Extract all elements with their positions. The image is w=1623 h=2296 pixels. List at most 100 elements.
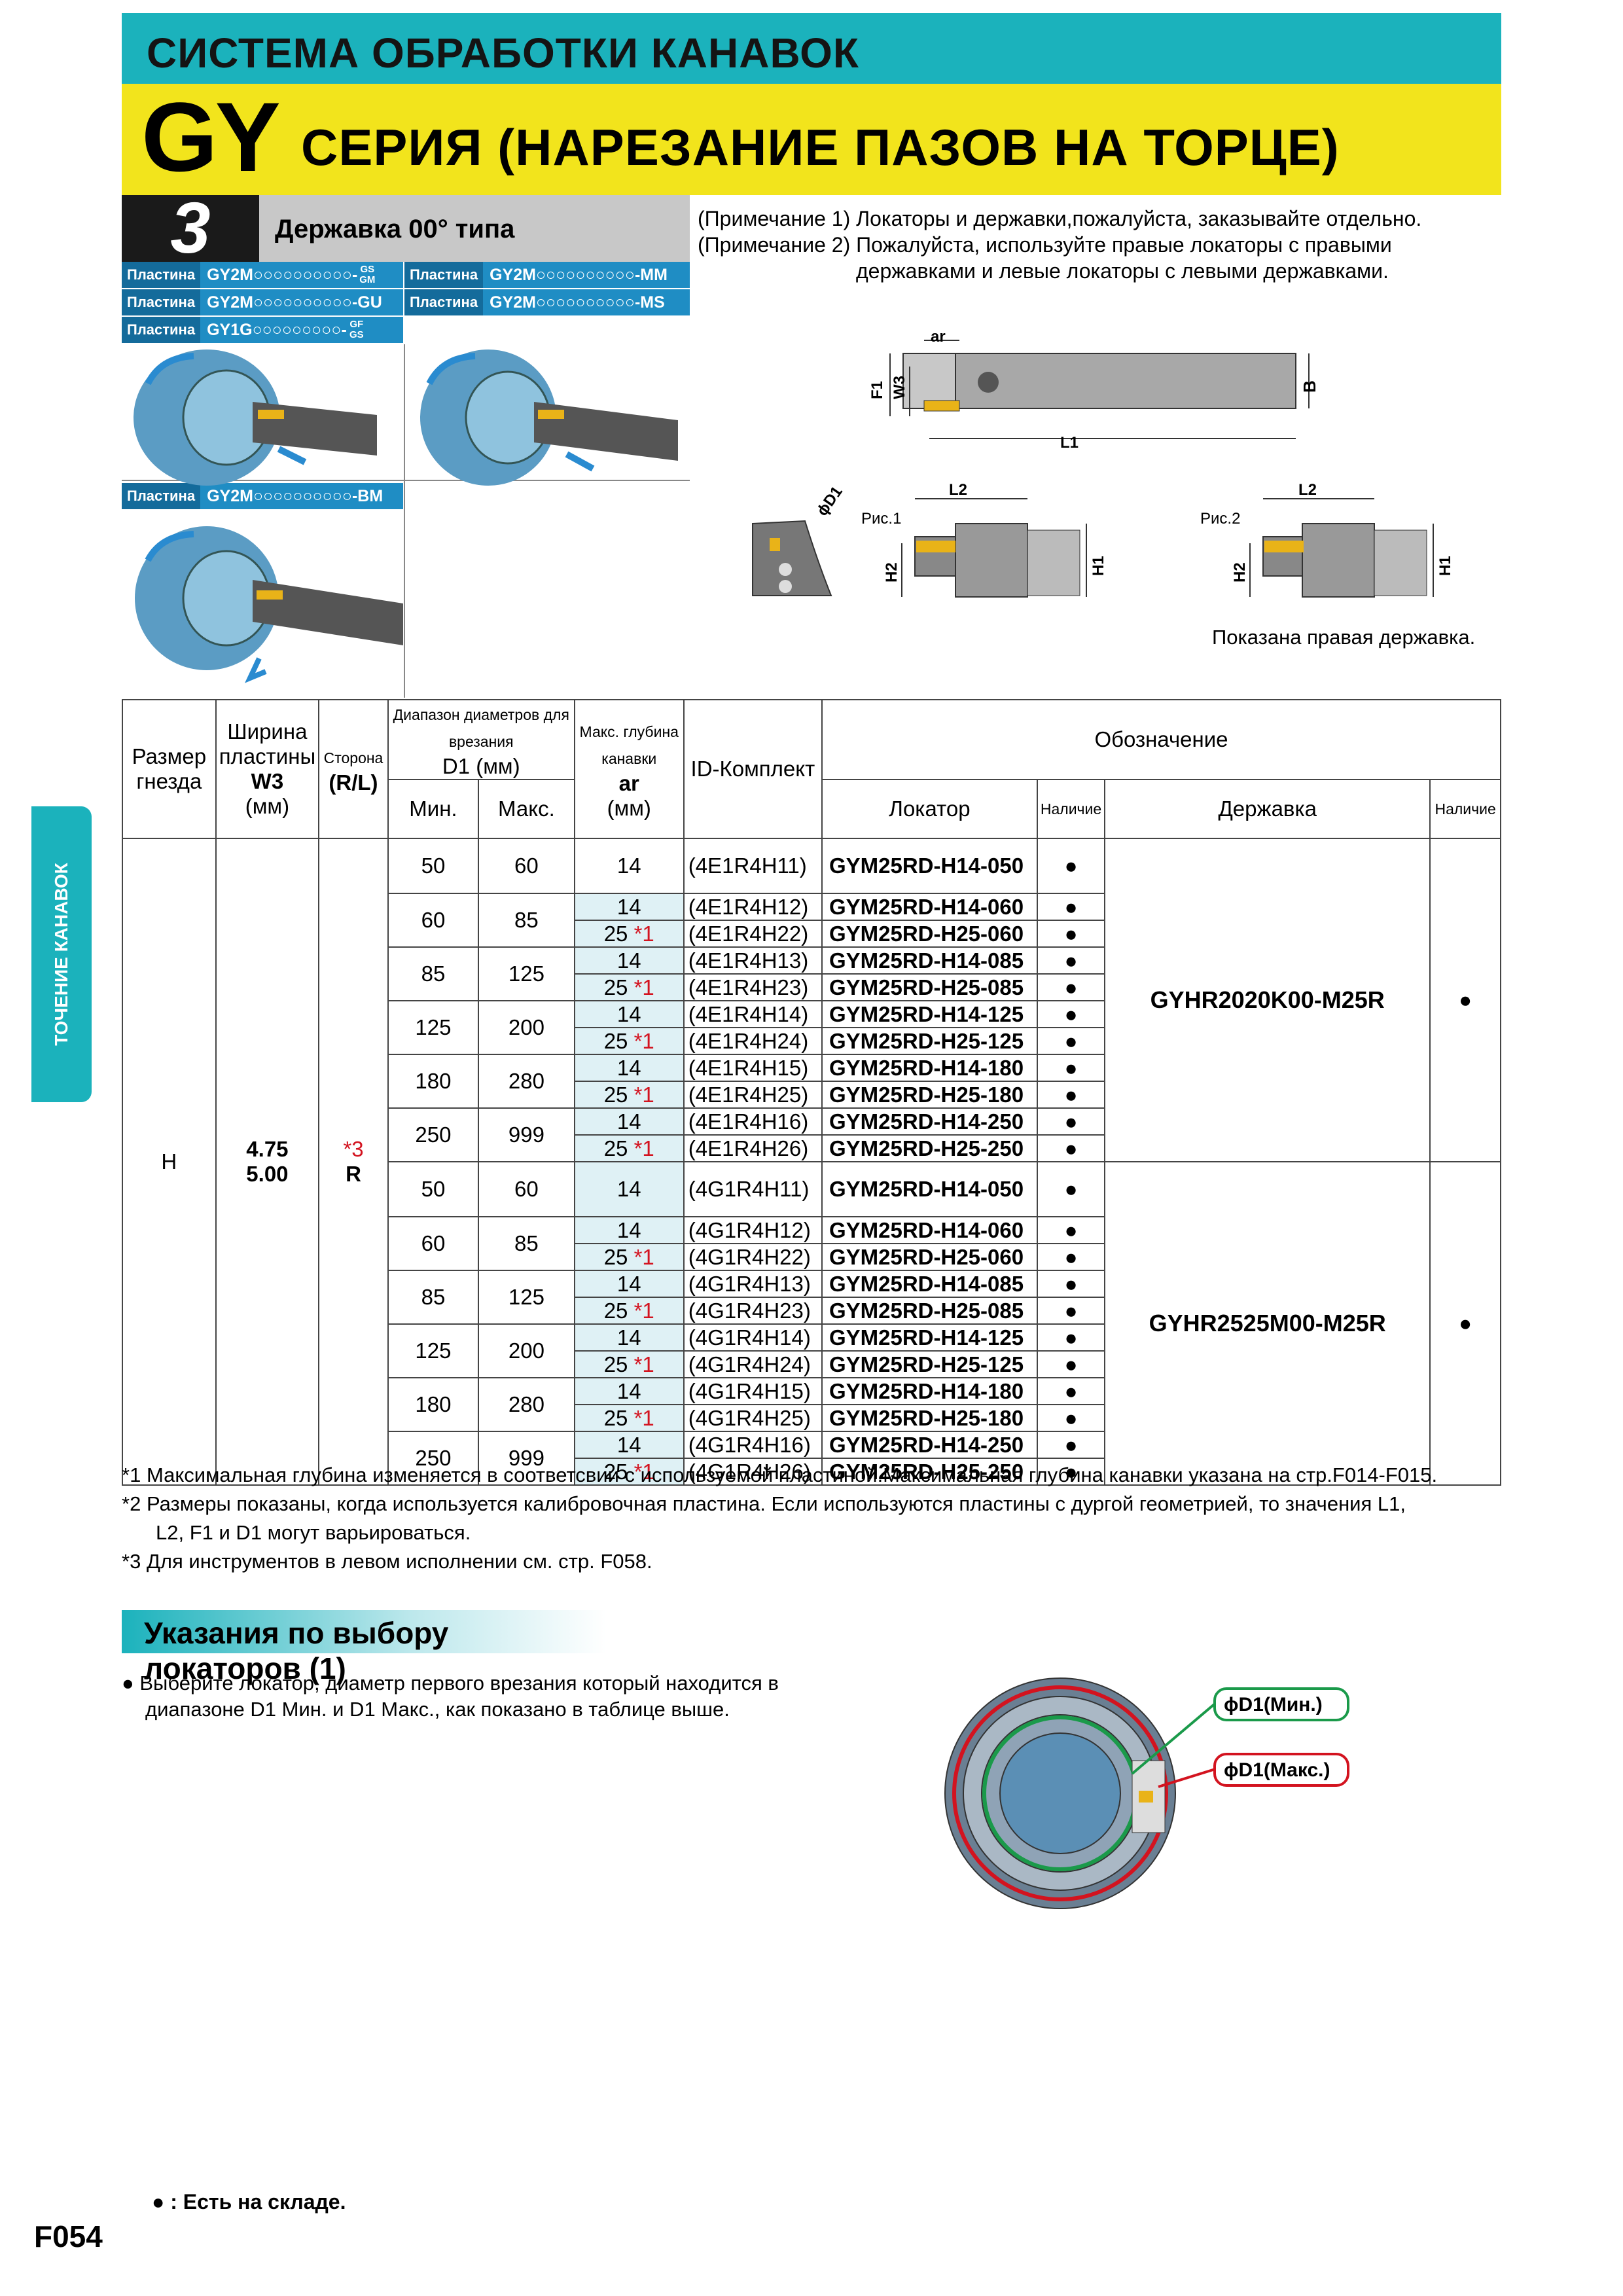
cell-locator: GYM25RD-H14-050	[821, 1161, 1038, 1217]
cell-ar: 14	[573, 1431, 685, 1459]
cell-id-kit: (4E1R4H24)	[683, 1027, 823, 1055]
cell-ar: 14	[573, 893, 685, 921]
col-range-unit: D1 (мм)	[442, 754, 520, 778]
cell-locator-stock: ●	[1036, 1081, 1106, 1109]
note-2-cont: державками и левые локаторы с левыми дер…	[856, 259, 1389, 283]
ar-value: 14	[616, 1432, 641, 1457]
fig-2-h1: H1	[1436, 556, 1454, 576]
cell-d1-min: 60	[387, 1216, 480, 1271]
holder-dimension-drawing: ar F1 W3 B L1 ϕD1 Рис.1 L2 H2 H1 Рис.2 L…	[752, 328, 1454, 598]
series-header: GY СЕРИЯ (НАРЕЗАНИЕ ПАЗОВ НА ТОРЦЕ)	[122, 84, 1501, 195]
insert-tag: Пластина	[404, 289, 484, 315]
ar-footnote-mark: *1	[633, 1459, 654, 1484]
note-2: (Примечание 2) Пожалуйста, используйте п…	[698, 232, 1392, 258]
cell-id-kit: (4E1R4H25)	[683, 1081, 823, 1109]
fig-1-l2: L2	[949, 481, 967, 499]
cell-d1-min: 180	[387, 1377, 480, 1432]
workpiece-illustration-1	[134, 350, 377, 486]
table-row: 25 *1(4E1R4H22)GYM25RD-H25-060●	[122, 920, 1501, 948]
cell-id-kit: (4E1R4H12)	[683, 893, 823, 921]
cell-d1-min: 50	[387, 1161, 480, 1217]
cell-id-kit: (4G1R4H14)	[683, 1323, 823, 1352]
cell-ar: 14	[573, 838, 685, 894]
ar-value: 14	[616, 1378, 641, 1403]
cell-ar: 25 *1	[573, 1458, 685, 1486]
holder-top-view	[889, 340, 1310, 439]
ar-value: 14	[616, 1001, 641, 1026]
cell-id-kit: (4G1R4H22)	[683, 1243, 823, 1271]
ar-value: 25	[603, 921, 628, 946]
label-l1: L1	[1060, 434, 1079, 452]
insert-tag: Пластина	[122, 289, 201, 315]
cell-locator-stock: ●	[1036, 920, 1106, 948]
cell-id-kit: (4G1R4H26)	[683, 1458, 823, 1486]
cell-locator-stock: ●	[1036, 1350, 1106, 1378]
label-d1-max: ϕD1(Макс.)	[1224, 1759, 1330, 1781]
fig-2-h2: H2	[1231, 562, 1249, 583]
width-value-2: 5.00	[246, 1162, 289, 1186]
insert-code: GY2M○○○○○○○○○○-MM	[490, 266, 668, 284]
ar-value: 14	[616, 1055, 641, 1080]
insert-tag: Пластина	[404, 262, 484, 288]
cell-locator-stock: ●	[1036, 1216, 1106, 1244]
cell-ar: 25 *1	[573, 920, 685, 948]
insert-code: GY2M○○○○○○○○○○-BM	[207, 487, 383, 505]
ar-value: 14	[616, 1177, 641, 1201]
table-row: 25 *1(4G1R4H25)GYM25RD-H25-180●	[122, 1404, 1501, 1432]
holder-type-title: Державка 00° типа	[275, 215, 515, 243]
cell-locator-stock: ●	[1036, 1054, 1106, 1082]
cell-locator-stock: ●	[1036, 1027, 1106, 1055]
d1-max-circle	[952, 1685, 1168, 1901]
footnote-2-cont: L2, F1 и D1 могут варьироваться.	[156, 1521, 471, 1544]
cell-d1-max: 85	[478, 1216, 575, 1271]
insert-tag: Пластина	[122, 317, 201, 343]
table-row: 25 *1(4G1R4H23)GYM25RD-H25-085●	[122, 1297, 1501, 1325]
cell-locator: GYM25RD-H25-125	[821, 1027, 1038, 1055]
cell-ar: 14	[573, 1216, 685, 1244]
cell-id-kit: (4G1R4H13)	[683, 1270, 823, 1298]
cell-locator: GYM25RD-H25-180	[821, 1404, 1038, 1432]
cell-locator: GYM25RD-H25-250	[821, 1134, 1038, 1162]
stock-legend-text: : Есть на складе.	[170, 2190, 346, 2214]
cell-ar: 25 *1	[573, 1134, 685, 1162]
cell-d1-min: 50	[387, 838, 480, 894]
cell-d1-min: 250	[387, 1431, 480, 1486]
cell-id-kit: (4E1R4H16)	[683, 1107, 823, 1136]
ar-footnote-mark: *1	[633, 1028, 654, 1053]
cell-id-kit: (4E1R4H26)	[683, 1134, 823, 1162]
cell-locator: GYM25RD-H14-250	[821, 1107, 1038, 1136]
note-1: (Примечание 1) Локаторы и державки,пожал…	[698, 206, 1421, 232]
ar-value: 25	[603, 1352, 628, 1376]
fig-1-label: Рис.1	[861, 510, 901, 528]
system-header: СИСТЕМА ОБРАБОТКИ КАНАВОК	[122, 13, 1501, 84]
cell-d1-min: 85	[387, 946, 480, 1001]
col-socket-size-label: Размер гнезда	[132, 744, 207, 793]
side-note-mark: *3	[343, 1137, 364, 1161]
selection-bullet: ● Выберите локатор, диаметр первого врез…	[122, 1669, 779, 1698]
ar-footnote-mark: *1	[633, 1244, 654, 1269]
workpiece-illustration-2	[420, 350, 678, 486]
col-width-unit: (мм)	[245, 794, 290, 818]
cell-id-kit: (4G1R4H15)	[683, 1377, 823, 1405]
cell-id-kit: (4G1R4H16)	[683, 1431, 823, 1459]
cell-ar: 14	[573, 1000, 685, 1028]
footnote-1-mark: *1	[122, 1463, 141, 1486]
fig-2-l2: L2	[1298, 481, 1317, 499]
ar-value: 14	[616, 1109, 641, 1134]
footnote-3-text: Для инструментов в левом исполнении см. …	[146, 1550, 652, 1573]
col-width-label: Ширина пластины	[219, 719, 316, 768]
col-designation-label: Обозначение	[1094, 727, 1228, 751]
cell-locator-stock: ●	[1036, 1243, 1106, 1271]
col-locator-stock: Наличие	[1036, 779, 1106, 839]
cell-locator-stock: ●	[1036, 1323, 1106, 1352]
cell-locator-stock: ●	[1036, 1404, 1106, 1432]
cell-locator-stock: ●	[1036, 973, 1106, 1001]
cell-id-kit: (4G1R4H12)	[683, 1216, 823, 1244]
col-d1-max: Макс.	[478, 779, 575, 839]
